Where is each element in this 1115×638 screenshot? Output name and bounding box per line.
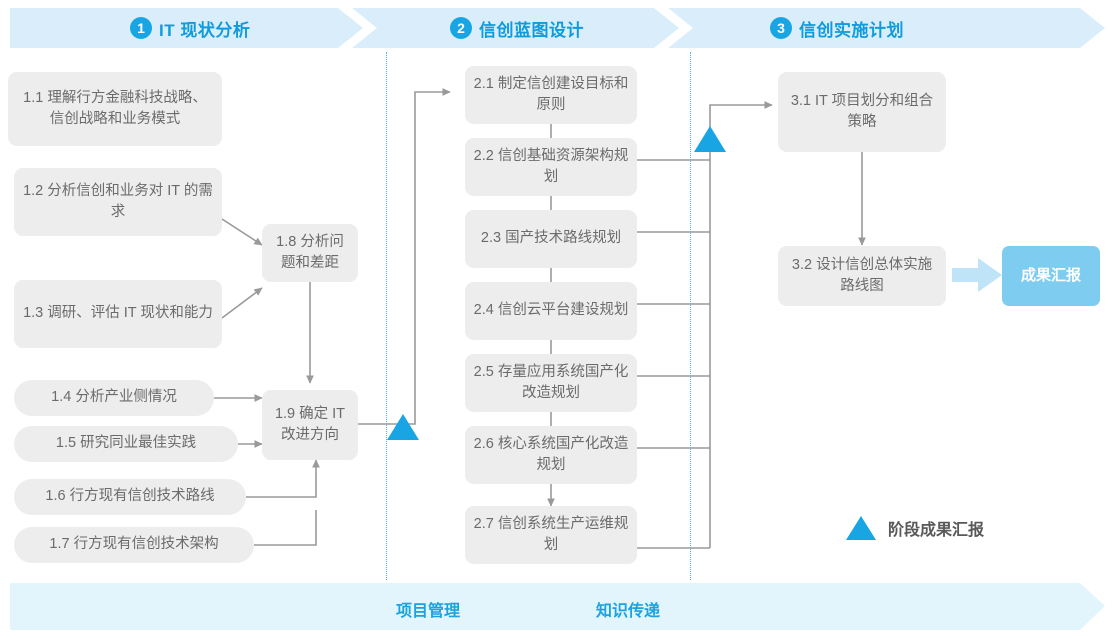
node-2-2[interactable]: 2.2 信创基础资源架构规划 — [465, 138, 637, 196]
result-arrow-icon — [952, 258, 1002, 292]
node-2-3[interactable]: 2.3 国产技术路线规划 — [465, 210, 637, 268]
milestone-triangle-phase2 — [694, 126, 726, 152]
node-2-3-label: 2.3 国产技术路线规划 — [480, 230, 622, 247]
node-2-6[interactable]: 2.6 核心系统国产化改造规划 — [465, 426, 637, 484]
phase-1-header[interactable]: 1 IT 现状分析 — [130, 16, 250, 40]
phase-2-number: 2 — [450, 17, 472, 39]
node-1-9[interactable]: 1.9 确定 IT 改进方向 — [262, 390, 358, 460]
node-2-4-label: 2.4 信创云平台建设规划 — [473, 302, 629, 319]
node-2-5-label: 2.5 存量应用系统国产化改造规划 — [473, 363, 629, 401]
node-1-8[interactable]: 1.8 分析问题和差距 — [262, 224, 358, 282]
node-3-2-label: 3.2 设计信创总体实施路线图 — [791, 256, 933, 294]
column-divider-left — [386, 52, 387, 580]
node-1-1-label: 1.1 理解行方金融科技战略、信创战略和业务模式 — [23, 89, 207, 127]
node-1-3[interactable]: 1.3 调研、评估 IT 现状和能力 — [14, 280, 222, 348]
milestone-triangle-icon — [846, 516, 876, 540]
phase-1-label: IT 现状分析 — [159, 20, 251, 40]
node-2-7-label: 2.7 信创系统生产运维规划 — [473, 515, 629, 553]
phase-1-number: 1 — [130, 17, 152, 39]
footer-label-knowledge-transfer[interactable]: 知识传递 — [596, 603, 661, 620]
node-2-2-label: 2.2 信创基础资源架构规划 — [473, 147, 629, 185]
footer-label-project-management[interactable]: 项目管理 — [396, 603, 461, 620]
legend-milestone: 阶段成果汇报 — [846, 516, 984, 540]
node-3-2[interactable]: 3.2 设计信创总体实施路线图 — [778, 246, 946, 306]
node-1-2-label: 1.2 分析信创和业务对 IT 的需求 — [23, 182, 213, 220]
phase-2-header[interactable]: 2 信创蓝图设计 — [450, 16, 584, 40]
phase-3-number: 3 — [770, 17, 792, 39]
node-3-1[interactable]: 3.1 IT 项目划分和组合策略 — [778, 72, 946, 152]
node-3-1-label: 3.1 IT 项目划分和组合策略 — [790, 92, 934, 130]
node-1-6[interactable]: 1.6 行方现有信创技术路线 — [14, 479, 246, 515]
node-2-6-label: 2.6 核心系统国产化改造规划 — [473, 435, 629, 473]
node-1-7[interactable]: 1.7 行方现有信创技术架构 — [14, 527, 254, 563]
node-1-3-label: 1.3 调研、评估 IT 现状和能力 — [23, 305, 213, 322]
node-1-9-label: 1.9 确定 IT 改进方向 — [274, 405, 346, 443]
node-1-6-label: 1.6 行方现有信创技术路线 — [45, 488, 215, 505]
node-1-7-label: 1.7 行方现有信创技术架构 — [49, 536, 219, 553]
phase-3-header[interactable]: 3 信创实施计划 — [770, 16, 904, 40]
column-divider-right — [690, 52, 691, 580]
phase-header: 1 IT 现状分析 2 信创蓝图设计 3 信创实施计划 — [10, 8, 1105, 48]
milestone-triangle-phase1 — [387, 414, 419, 440]
node-result-report[interactable]: 成果汇报 — [1002, 246, 1100, 306]
node-1-1[interactable]: 1.1 理解行方金融科技战略、信创战略和业务模式 — [8, 72, 222, 146]
node-1-5[interactable]: 1.5 研究同业最佳实践 — [14, 426, 238, 462]
node-2-1[interactable]: 2.1 制定信创建设目标和原则 — [465, 66, 637, 124]
legend-label: 阶段成果汇报 — [888, 522, 985, 539]
node-2-4[interactable]: 2.4 信创云平台建设规划 — [465, 282, 637, 340]
footer-band: 项目管理 知识传递 — [10, 583, 1105, 630]
node-1-4[interactable]: 1.4 分析产业侧情况 — [14, 380, 214, 416]
node-2-5[interactable]: 2.5 存量应用系统国产化改造规划 — [465, 354, 637, 412]
node-1-4-label: 1.4 分析产业侧情况 — [51, 389, 177, 406]
node-2-7[interactable]: 2.7 信创系统生产运维规划 — [465, 506, 637, 564]
phase-2-label: 信创蓝图设计 — [479, 20, 584, 40]
node-1-5-label: 1.5 研究同业最佳实践 — [55, 435, 197, 452]
phase-3-label: 信创实施计划 — [799, 20, 904, 40]
result-label: 成果汇报 — [1020, 267, 1081, 285]
node-1-2[interactable]: 1.2 分析信创和业务对 IT 的需求 — [14, 168, 222, 236]
node-2-1-label: 2.1 制定信创建设目标和原则 — [473, 75, 629, 113]
node-1-8-label: 1.8 分析问题和差距 — [276, 233, 344, 271]
